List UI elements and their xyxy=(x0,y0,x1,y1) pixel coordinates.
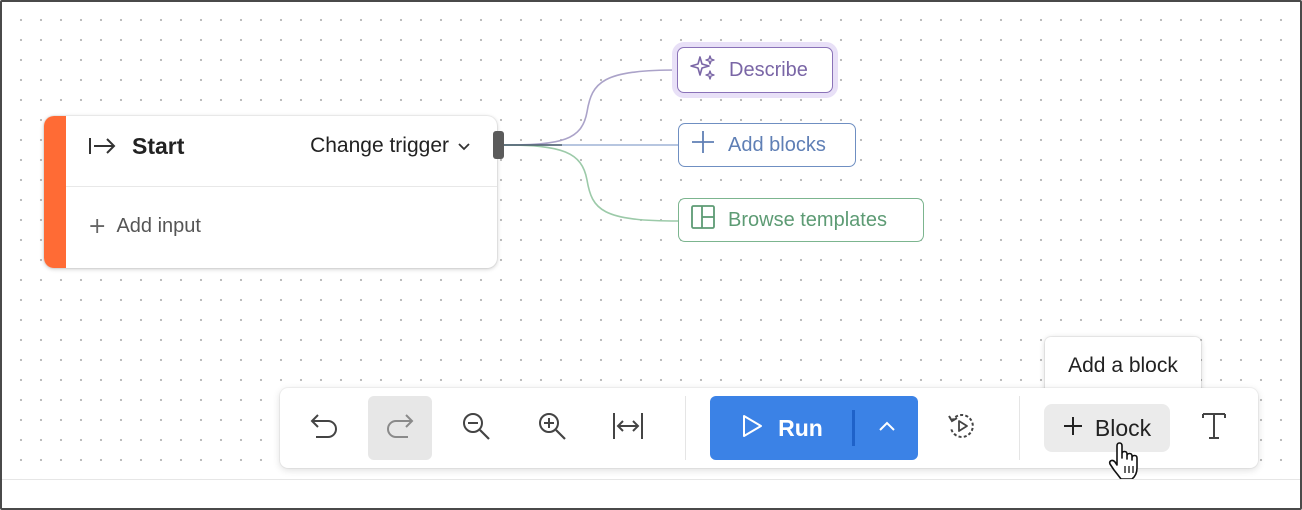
start-node-header: Start Change trigger xyxy=(66,116,497,176)
fit-width-icon xyxy=(611,411,645,446)
replay-icon xyxy=(946,410,978,447)
add-block-tooltip: Add a block xyxy=(1045,337,1201,395)
start-node-output-port[interactable] xyxy=(493,131,504,159)
chevron-up-icon xyxy=(878,419,896,437)
run-history-button[interactable] xyxy=(930,396,994,460)
add-input-label: Add input xyxy=(116,215,201,237)
fit-width-button[interactable] xyxy=(596,396,660,460)
change-trigger-label: Change trigger xyxy=(310,134,449,157)
plus-icon xyxy=(690,129,716,161)
redo-button[interactable] xyxy=(368,396,432,460)
toolbar-divider xyxy=(1019,396,1020,460)
zoom-in-button[interactable] xyxy=(520,396,584,460)
text-icon xyxy=(1200,411,1228,446)
run-label: Run xyxy=(778,414,823,441)
run-button[interactable]: Run xyxy=(710,396,853,460)
add-block-label: Block xyxy=(1094,414,1152,441)
chevron-down-icon xyxy=(457,134,471,158)
run-options-button[interactable] xyxy=(855,396,918,460)
layout-template-icon xyxy=(690,204,716,236)
browse-templates-button[interactable]: Browse templates xyxy=(678,198,924,242)
redo-icon xyxy=(383,412,417,445)
run-button-group: Run xyxy=(710,396,918,460)
start-node-accent xyxy=(44,116,66,268)
zoom-out-button[interactable] xyxy=(444,396,508,460)
arrow-right-to-bar-icon xyxy=(88,136,116,156)
add-blocks-label: Add blocks xyxy=(728,133,826,156)
run-split-divider xyxy=(852,410,855,446)
undo-icon xyxy=(307,412,341,445)
canvas-bottom-strip xyxy=(2,479,1300,508)
toolbar-divider xyxy=(685,396,686,460)
zoom-out-icon xyxy=(460,410,492,447)
plus-icon xyxy=(1063,416,1083,441)
bottom-toolbar: Run xyxy=(280,388,1258,468)
start-node[interactable]: Start Change trigger + Add input xyxy=(44,116,497,268)
change-trigger-dropdown[interactable]: Change trigger xyxy=(310,134,471,158)
start-node-title: Start xyxy=(132,132,185,159)
zoom-in-icon xyxy=(536,410,568,447)
undo-button[interactable] xyxy=(292,396,356,460)
play-icon xyxy=(740,413,764,444)
plus-icon: + xyxy=(88,214,107,239)
browse-templates-label: Browse templates xyxy=(728,208,887,231)
hand-pointer-cursor-icon xyxy=(1108,442,1142,482)
add-block-button[interactable]: Block xyxy=(1044,404,1170,452)
describe-button[interactable]: Describe xyxy=(677,47,833,93)
add-blocks-button[interactable]: Add blocks xyxy=(678,123,856,167)
add-input-button[interactable]: + Add input xyxy=(88,214,201,239)
text-tool-button[interactable] xyxy=(1182,396,1246,460)
describe-label: Describe xyxy=(729,58,808,81)
start-node-divider xyxy=(66,186,497,187)
sparkles-icon xyxy=(689,53,717,87)
tooltip-label: Add a block xyxy=(1068,354,1178,377)
